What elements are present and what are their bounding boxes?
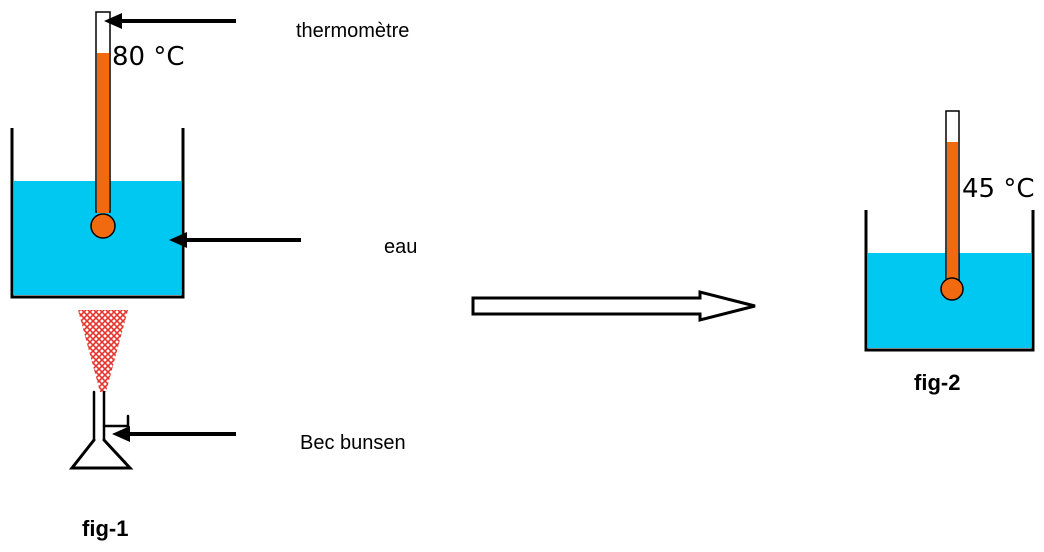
thermometer-label: thermomètre (296, 20, 410, 42)
fig2-caption: fig-2 (914, 370, 961, 395)
fig1-bunsen-burner (68, 390, 134, 470)
fig1-group (10, 11, 301, 470)
thermometer-arrow (104, 13, 236, 29)
fig2-group (864, 110, 1035, 352)
burner-label: Bec bunsen (300, 432, 406, 454)
transition-arrow (471, 290, 756, 322)
fig1-beaker (10, 128, 185, 299)
fig1-thermometer-mercury (97, 53, 109, 213)
fig2-thermometer-mercury (947, 142, 958, 282)
fig1-caption: fig-1 (82, 516, 129, 541)
fig1-thermometer-bulb (90, 213, 116, 239)
fig1-flame (78, 310, 128, 392)
burner-arrow (112, 426, 236, 442)
fig2-thermometer-bulb (940, 277, 964, 301)
fig2-temperature-readout: 45 °C (962, 174, 1035, 204)
water-label: eau (384, 236, 418, 258)
fig2-beaker (864, 210, 1035, 352)
fig1-temperature-readout: 80 °C (112, 42, 185, 72)
water-arrow (169, 232, 301, 248)
